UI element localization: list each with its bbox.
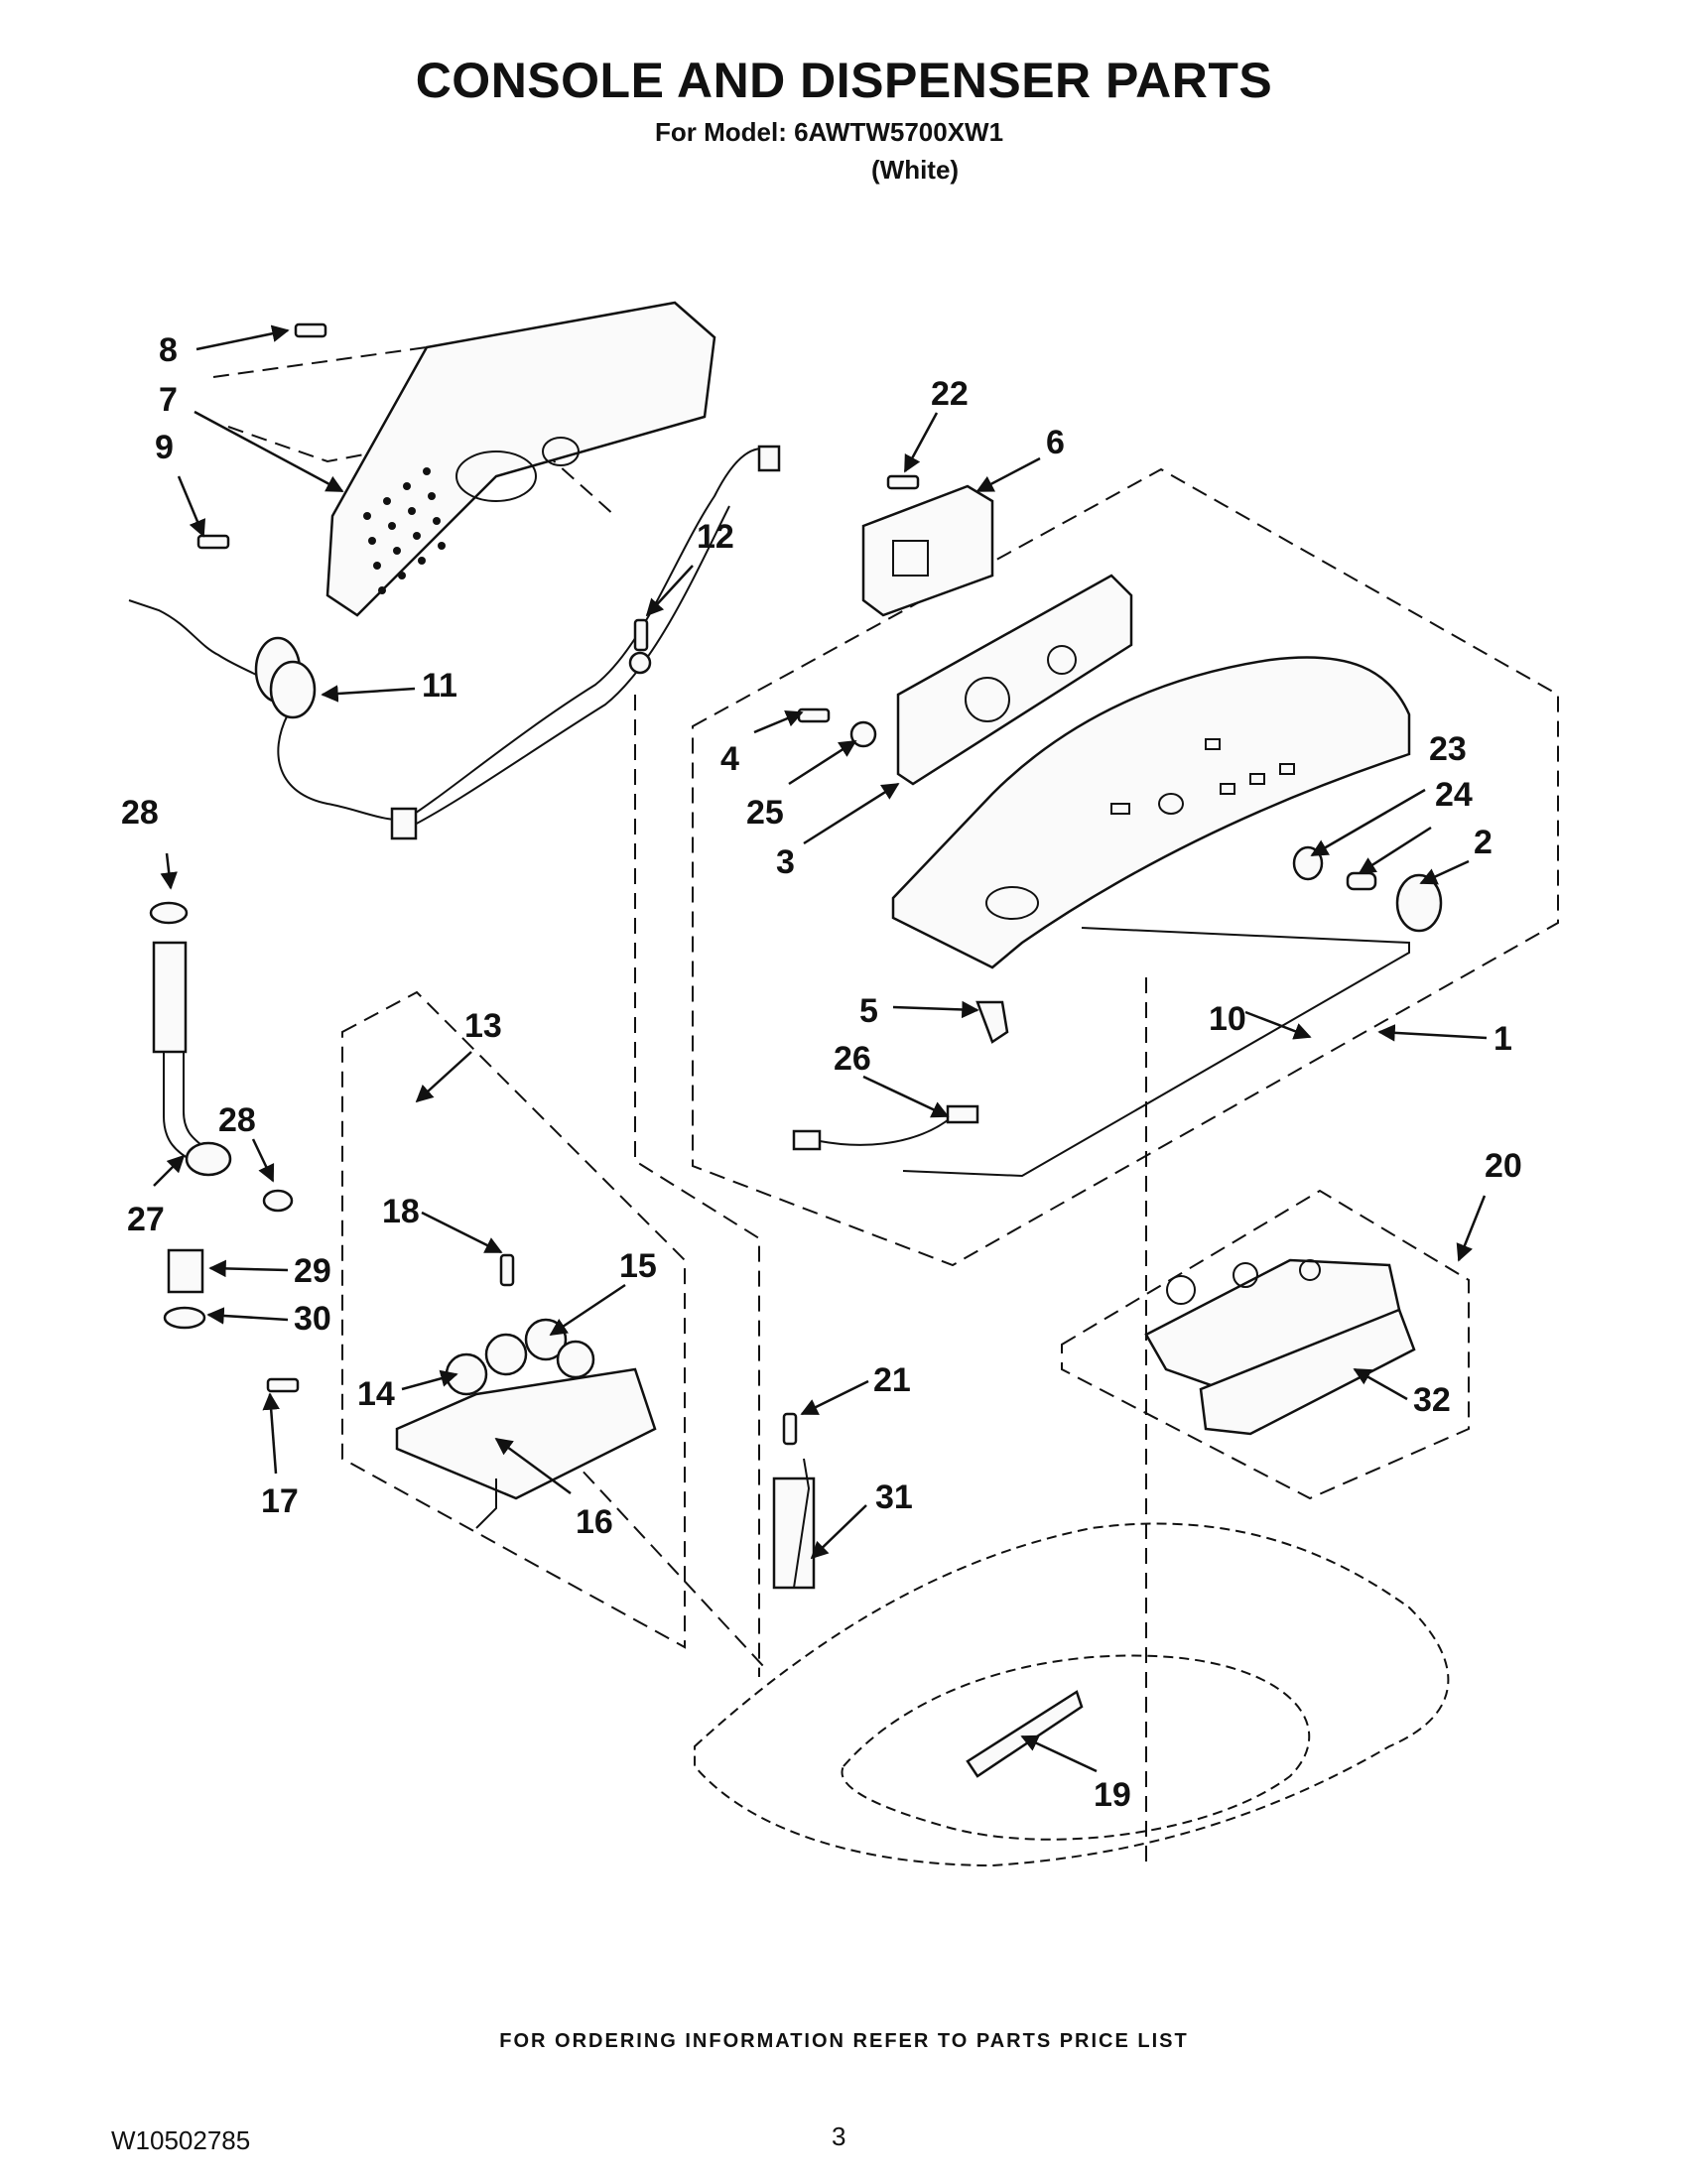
document-number: W10502785 bbox=[111, 2125, 251, 2155]
callout-28b: 28 bbox=[218, 1101, 256, 1139]
callout-20: 20 bbox=[1485, 1147, 1522, 1185]
callout-21: 21 bbox=[873, 1361, 911, 1399]
washer-top-cover bbox=[694, 1522, 1450, 1867]
cycle-selector-knob bbox=[1395, 873, 1443, 933]
callout-19: 19 bbox=[1094, 1776, 1131, 1814]
callout-27: 27 bbox=[127, 1201, 165, 1238]
callout-13: 13 bbox=[464, 1007, 502, 1045]
page-title: CONSOLE AND DISPENSER PARTS bbox=[415, 53, 1273, 108]
callout-labels: 1 2 3 4 5 6 7 8 9 10 11 12 13 14 15 16 1… bbox=[121, 331, 1522, 1814]
callout-5: 5 bbox=[859, 992, 878, 1030]
callout-14: 14 bbox=[357, 1375, 395, 1413]
water-valve-assembly bbox=[395, 1318, 657, 1529]
callout-6: 6 bbox=[1046, 424, 1065, 461]
screws bbox=[196, 322, 920, 1446]
callout-16: 16 bbox=[576, 1503, 613, 1541]
console-clip bbox=[975, 1000, 1009, 1044]
callout-18: 18 bbox=[382, 1193, 420, 1230]
inlet-hose bbox=[149, 901, 294, 1213]
inlet-washer bbox=[163, 1306, 206, 1330]
ground-line bbox=[634, 695, 760, 1677]
callout-10: 10 bbox=[1209, 1000, 1246, 1038]
ordering-note: FOR ORDERING INFORMATION REFER TO PARTS … bbox=[499, 2030, 1189, 2052]
dispenser-boundary bbox=[1061, 1189, 1470, 1500]
callout-23: 23 bbox=[1429, 730, 1467, 768]
callout-9: 9 bbox=[155, 429, 174, 466]
callout-28a: 28 bbox=[121, 794, 159, 832]
console-body bbox=[891, 656, 1411, 969]
model-color: (White) bbox=[871, 155, 960, 185]
callout-25: 25 bbox=[746, 794, 784, 832]
main-control-board bbox=[896, 574, 1133, 786]
leader-lines bbox=[153, 324, 1488, 1773]
console-trim bbox=[902, 927, 1410, 1178]
console-assembly-boundary bbox=[692, 467, 1559, 1267]
callout-12: 12 bbox=[697, 518, 734, 556]
valve-assembly-boundary bbox=[341, 990, 686, 1649]
control-board-bushing bbox=[849, 720, 877, 748]
inlet-filter bbox=[167, 1248, 204, 1294]
console-wire-harness bbox=[792, 1104, 979, 1151]
callout-32: 32 bbox=[1413, 1381, 1451, 1419]
callout-7: 7 bbox=[159, 381, 178, 419]
callout-3: 3 bbox=[776, 843, 795, 881]
callout-8: 8 bbox=[159, 331, 178, 369]
model-number: For Model: 6AWTW5700XW1 bbox=[655, 117, 1004, 147]
callout-4: 4 bbox=[720, 740, 739, 778]
callout-26: 26 bbox=[834, 1040, 871, 1078]
callout-22: 22 bbox=[931, 375, 969, 413]
callout-1: 1 bbox=[1493, 1020, 1512, 1058]
callout-24: 24 bbox=[1435, 776, 1473, 814]
sensor-bracket bbox=[772, 1458, 816, 1590]
console-rear-panel bbox=[325, 301, 716, 617]
callout-17: 17 bbox=[261, 1482, 299, 1520]
callout-15: 15 bbox=[619, 1247, 657, 1285]
ui-control-board bbox=[861, 484, 994, 617]
callout-11: 11 bbox=[422, 667, 457, 705]
ground-washer bbox=[628, 651, 652, 675]
dispenser-assembly bbox=[1144, 1258, 1416, 1436]
callout-2: 2 bbox=[1474, 824, 1493, 861]
page-number: 3 bbox=[832, 2121, 846, 2151]
knob-shaft bbox=[1346, 871, 1377, 891]
callout-29: 29 bbox=[294, 1252, 331, 1290]
callout-31: 31 bbox=[875, 1478, 913, 1516]
callout-30: 30 bbox=[294, 1300, 331, 1338]
